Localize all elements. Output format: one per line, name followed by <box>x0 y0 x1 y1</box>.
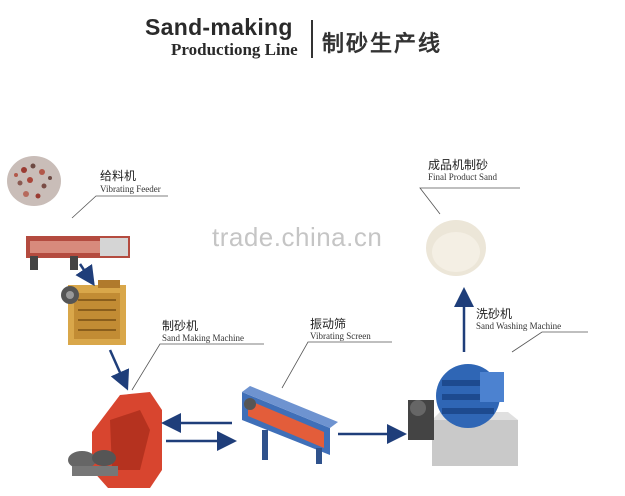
arrow-feeder-to-crusher <box>80 264 92 282</box>
label-feeder-cn: 给料机 <box>100 167 136 184</box>
jaw-crusher-machine <box>61 280 126 345</box>
label-feeder-en: Vibrating Feeder <box>100 184 161 194</box>
label-washing-en: Sand Washing Machine <box>476 321 561 331</box>
vibrating-feeder-machine <box>26 236 130 270</box>
arrow-crusher-to-sandmaker <box>110 350 126 386</box>
leader-washing <box>512 332 588 352</box>
label-final-product-en: Final Product Sand <box>428 172 497 182</box>
watermark-text: trade.china.cn <box>212 222 382 253</box>
leader-screen <box>282 342 392 388</box>
final-product-sand-pile <box>426 220 486 276</box>
raw-stone-pile <box>7 156 61 206</box>
leader-sand-making <box>132 344 264 390</box>
label-sand-making-en: Sand Making Machine <box>162 333 244 343</box>
sand-washing-machine <box>408 364 518 466</box>
label-screen-cn: 振动筛 <box>310 315 346 332</box>
label-screen-en: Vibrating Screen <box>310 331 371 341</box>
label-sand-making-cn: 制砂机 <box>162 317 198 334</box>
label-final-product-cn: 成品机制砂 <box>428 156 488 173</box>
vibrating-screen-machine <box>242 386 338 464</box>
leader-feeder <box>72 196 168 218</box>
label-washing-cn: 洗砂机 <box>476 305 512 322</box>
leader-final-product <box>420 188 520 214</box>
sand-making-machine <box>68 392 162 488</box>
